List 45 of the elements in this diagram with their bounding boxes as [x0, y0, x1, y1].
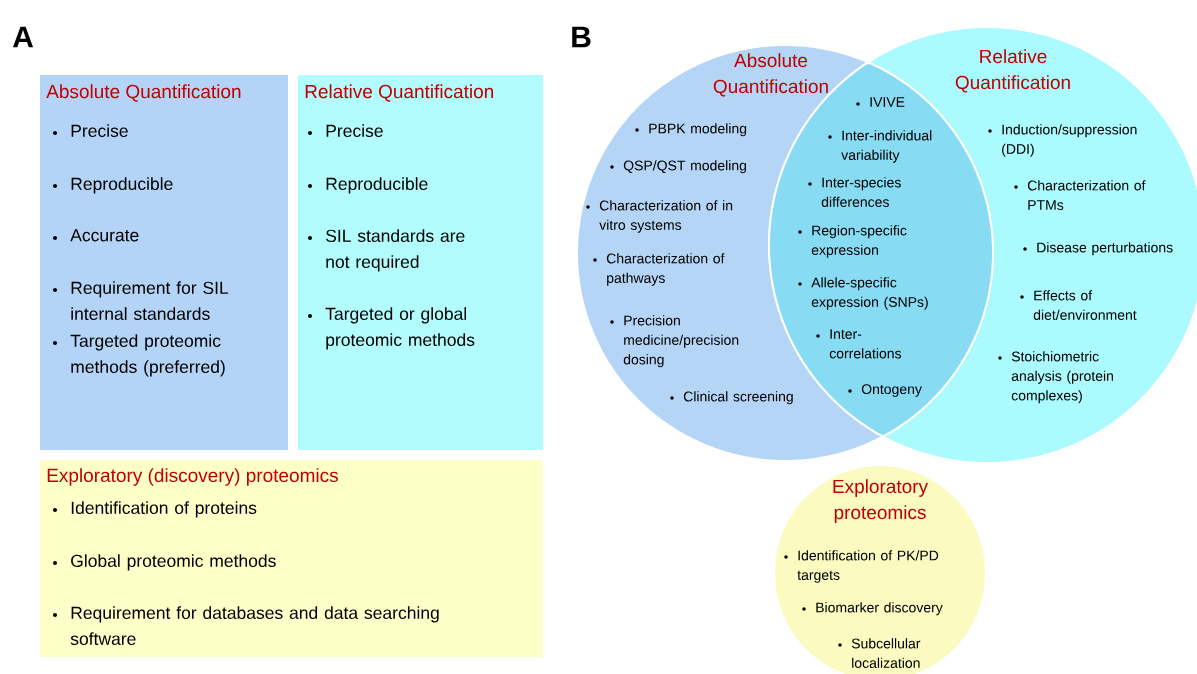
bullet-item: Inter-individual variability	[828, 130, 932, 163]
bullet-item: Inter-correlations	[816, 329, 902, 359]
circle-heading: Exploratory proteomics	[833, 479, 928, 523]
bullet-item: Effects of diet/environment	[1020, 290, 1137, 320]
bullet-item: Subcellular localization	[838, 638, 921, 668]
bullet-item: Precise	[308, 124, 383, 138]
bullet-item: Requirement for databases and data searching software	[53, 606, 439, 646]
bullet-item: Region-specific expression	[798, 225, 907, 258]
bullet-item: Ontogeny	[848, 384, 922, 397]
panel-label: B	[572, 26, 591, 48]
bullet-item: Reproducible	[53, 177, 173, 194]
bullet-item: Requirement for SIL internal standards	[53, 281, 229, 321]
bullet-item: Precision medicine/precision dosing	[610, 315, 739, 368]
bullet-item: Identification of PK/PD targets	[784, 550, 939, 583]
box-heading: Relative Quantification	[305, 84, 494, 102]
bullet-item: Targeted proteomic methods (preferred)	[53, 334, 225, 377]
bullet-item: SIL standards are not required	[308, 229, 465, 272]
bullet-item: Allele-specific expression (SNPs)	[798, 277, 928, 310]
category-box	[40, 75, 288, 450]
box-heading: Exploratory (discovery) proteomics	[47, 468, 338, 486]
bullet-item: Stoichiometric analysis (protein complexes)	[998, 351, 1113, 404]
bullet-item: Accurate	[53, 229, 139, 242]
bullet-item: Characterization of PTMs	[1014, 180, 1146, 210]
box-heading: Absolute Quantification	[46, 84, 241, 102]
bullet-item: Global proteomic methods	[53, 554, 276, 571]
circle-heading: Relative Quantification	[955, 49, 1070, 93]
bullet-item: Biomarker discovery	[802, 602, 943, 616]
bullet-item: Targeted or global proteomic methods	[308, 307, 475, 350]
category-box	[40, 460, 543, 657]
bullet-item: QSP/QST modeling	[610, 160, 746, 174]
bullet-item: Inter-species differences	[808, 177, 901, 207]
bullet-item: Characterization of pathways	[593, 253, 725, 286]
bullet-item: Precise	[53, 124, 128, 138]
category-box	[298, 75, 543, 450]
bullet-item: PBPK modeling	[635, 123, 747, 137]
bullet-item: Identification of proteins	[53, 501, 257, 518]
bullet-item: Induction/suppression (DDI)	[988, 124, 1137, 157]
bullet-item: Disease perturbations	[1023, 242, 1173, 256]
circle-heading: Absolute Quantification	[713, 53, 828, 97]
panel-label: A	[12, 26, 34, 48]
bullet-item: Characterization of in vitro systems	[586, 200, 733, 233]
bullet-item: IVIVE	[856, 97, 905, 107]
bullet-item: Clinical screening	[670, 391, 793, 405]
venn-circle	[773, 464, 987, 674]
bullet-item: Reproducible	[308, 177, 428, 194]
